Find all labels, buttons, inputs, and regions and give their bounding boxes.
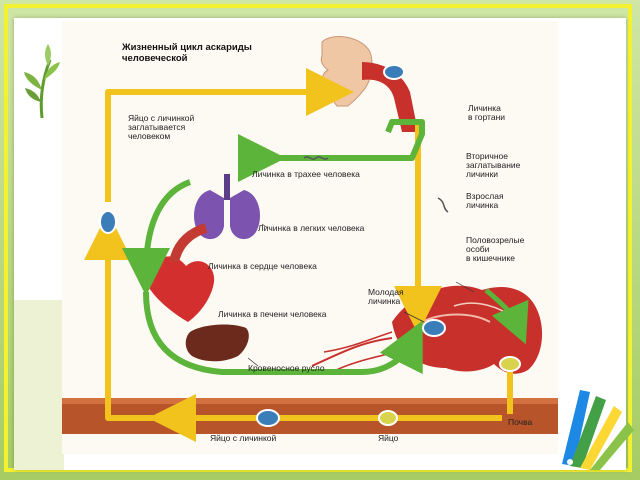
throat-tube	[362, 62, 418, 132]
left-decoration-panel	[14, 300, 64, 470]
label-egg: Яйцо	[378, 433, 399, 443]
label-mature-in-intestine: Половозрелые особи в кишечнике	[466, 235, 525, 263]
label-young-larva: Молодая личинка	[368, 287, 404, 306]
leaf-branch-icon	[24, 44, 60, 119]
label-larva-heart: Личинка в сердце человека	[208, 261, 317, 271]
label-secondary-swallow: Вторичное заглатывание личинки	[466, 151, 521, 179]
diagram-artwork	[62, 36, 558, 442]
label-adult-larva: Взрослая личинка	[466, 191, 504, 210]
worm-adult-larva	[437, 197, 449, 213]
label-soil: Почва	[508, 417, 533, 427]
worm-larva-trachea	[303, 156, 329, 160]
label-larva-liver: Личинка в печени человека	[218, 309, 327, 319]
label-egg-with-larva: Яйцо с личинкой	[210, 433, 277, 443]
label-bloodstream: Кровеносное русло	[248, 363, 325, 373]
label-larva-larynx: Личинка в гортани	[468, 103, 506, 122]
label-egg-swallowed: Яйцо с личинкой заглатывается человеком	[128, 113, 195, 141]
label-larva-trachea: Личинка в трахее человека	[252, 169, 360, 179]
heart	[144, 223, 215, 322]
liver	[185, 324, 249, 362]
lifecycle-diagram: Жизненный цикл аскариды человеческой Яйц…	[62, 22, 558, 454]
slide-frame	[4, 4, 632, 472]
green-cycle-arrow	[242, 119, 425, 161]
label-larva-lungs: Личинка в легких человека	[258, 223, 365, 233]
egg-icons	[99, 64, 521, 427]
paint-swatch-icon	[562, 390, 634, 470]
diagram-title: Жизненный цикл аскариды человеческой	[122, 42, 252, 64]
